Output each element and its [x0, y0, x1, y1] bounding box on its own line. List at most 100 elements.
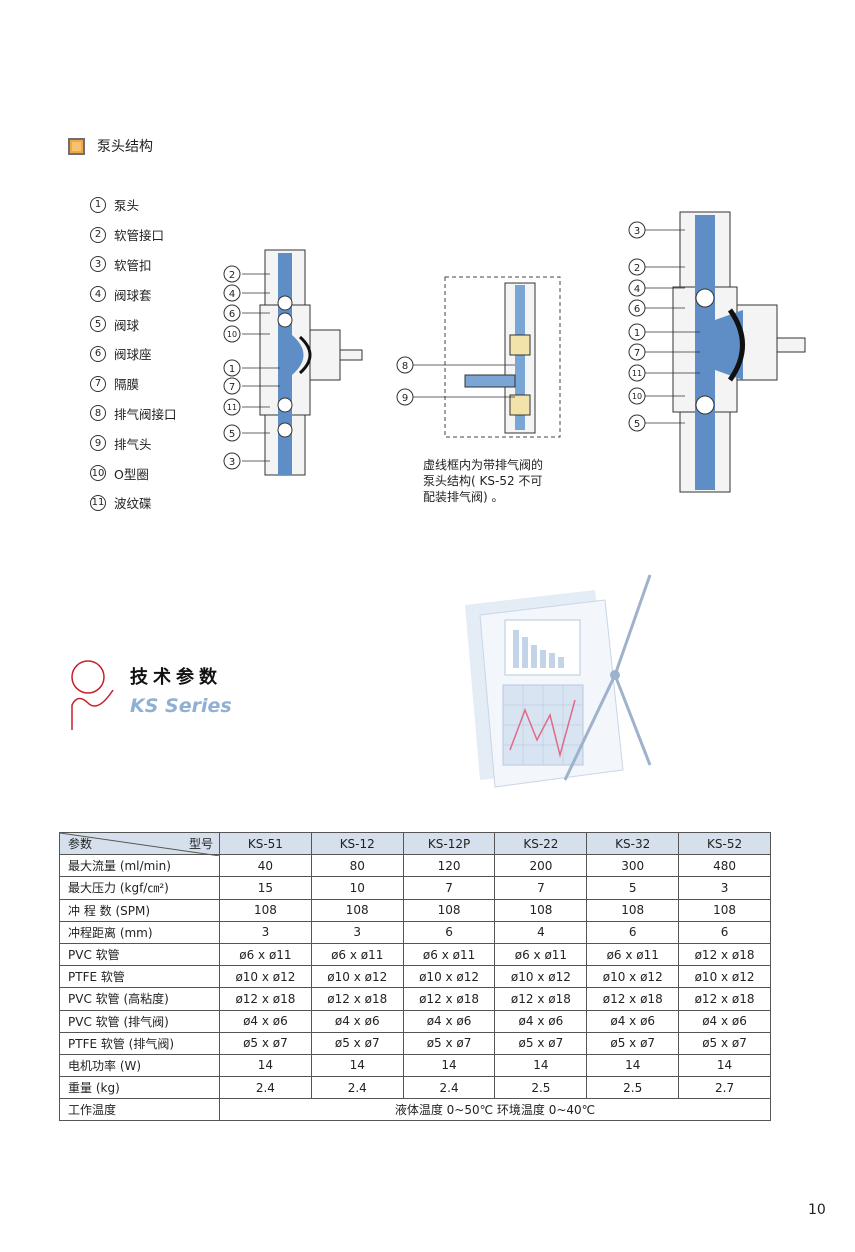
svg-text:11: 11	[227, 403, 237, 412]
table-cell: 2.7	[678, 1076, 771, 1100]
row-label: 冲 程 数 (SPM)	[59, 898, 220, 922]
svg-text:9: 9	[402, 393, 408, 404]
table-cell: ø4 x ø6	[678, 1009, 771, 1033]
page-number: 10	[808, 1202, 826, 1218]
svg-text:5: 5	[634, 419, 640, 430]
table-cell: 2.5	[494, 1076, 588, 1100]
table-cell: 14	[678, 1053, 771, 1078]
table-cell: 6	[678, 920, 771, 944]
pump-head-diagram-right: 3 2 4 6 1 7 11 10 5	[628, 211, 806, 493]
series-subtitle: KS Series	[130, 695, 232, 717]
table-row: 工作温度 液体温度 0~50℃ 环境温度 0~40℃	[59, 1098, 771, 1122]
table-cell: 7	[402, 876, 496, 900]
table-cell: ø4 x ø6	[586, 1009, 680, 1033]
row-label: PVC 软管 (高粘度)	[59, 987, 220, 1011]
table-cell: 108	[678, 898, 771, 922]
table-cell: ø10 x ø12	[586, 965, 680, 989]
svg-text:5: 5	[229, 429, 235, 440]
table-cell: 14	[494, 1053, 588, 1078]
corner-param-label: 参数	[68, 837, 93, 852]
table-cell: 108	[219, 898, 312, 922]
svg-text:4: 4	[634, 284, 640, 295]
table-cell: 108	[586, 898, 680, 922]
pump-head-diagram-left: 2 4 6 10 1 7 11 5 3	[223, 249, 363, 476]
table-cell: ø10 x ø12	[678, 965, 771, 989]
spec-table: 型号 参数 KS-51 KS-12 KS-12P KS-22 KS-32 KS-…	[59, 831, 771, 1122]
table-cell: ø6 x ø11	[586, 942, 680, 967]
table-cell: ø12 x ø18	[219, 987, 312, 1011]
table-cell: ø10 x ø12	[310, 965, 404, 989]
table-cell: 40	[219, 854, 312, 878]
table-cell: ø5 x ø7	[219, 1031, 312, 1055]
row-label: 冲程距离 (mm)	[59, 920, 220, 944]
row-label: 最大流量 (ml/min)	[59, 854, 220, 878]
svg-text:3: 3	[229, 457, 235, 468]
section-header: 泵头结构	[68, 136, 153, 156]
table-cell: 3	[310, 920, 404, 944]
table-cell: 4	[494, 920, 588, 944]
table-cell: ø12 x ø18	[310, 987, 404, 1011]
svg-text:7: 7	[229, 382, 235, 393]
vent-valve-diagram: 8 9	[396, 276, 561, 438]
table-cell: 2.4	[402, 1076, 496, 1100]
table-cell: 7	[494, 876, 588, 900]
table-cell: 14	[586, 1053, 680, 1078]
temperature-value: 液体温度 0~50℃ 环境温度 0~40℃	[219, 1098, 771, 1122]
tech-params-heading: 技术参数 KS Series	[68, 655, 258, 735]
table-cell: ø10 x ø12	[494, 965, 588, 989]
model-header: KS-51	[219, 831, 312, 856]
table-cell: ø5 x ø7	[494, 1031, 588, 1055]
table-cell: 108	[494, 898, 588, 922]
table-cell: ø12 x ø18	[586, 987, 680, 1011]
table-cell: 6	[586, 920, 680, 944]
table-cell: 3	[219, 920, 312, 944]
table-cell: ø5 x ø7	[402, 1031, 496, 1055]
svg-text:4: 4	[229, 289, 235, 300]
model-header: KS-22	[494, 831, 588, 856]
table-cell: 108	[310, 898, 404, 922]
table-cell: 3	[678, 876, 771, 900]
table-corner-cell: 型号 参数	[59, 831, 220, 856]
row-label: PTFE 软管	[59, 965, 220, 989]
corner-model-label: 型号	[188, 837, 213, 851]
row-label: PTFE 软管 (排气阀)	[59, 1031, 220, 1055]
svg-text:10: 10	[227, 330, 237, 339]
svg-text:1: 1	[229, 364, 235, 375]
table-cell: 15	[219, 876, 312, 900]
square-bullet-icon	[68, 137, 85, 155]
swirl-logo-icon	[71, 660, 114, 730]
row-label: PVC 软管	[59, 942, 220, 967]
row-label: 工作温度	[59, 1098, 220, 1122]
table-cell: ø10 x ø12	[402, 965, 496, 989]
table-cell: ø10 x ø12	[219, 965, 312, 989]
table-cell: ø6 x ø11	[402, 942, 496, 967]
table-cell: 2.4	[219, 1076, 312, 1100]
table-cell: ø12 x ø18	[678, 942, 771, 967]
row-label: 最大压力 (kgf/㎝²)	[59, 876, 220, 900]
svg-text:6: 6	[634, 304, 640, 315]
svg-text:7: 7	[634, 348, 640, 359]
table-header-row: 型号 参数 KS-51 KS-12 KS-12P KS-22 KS-32 KS-…	[59, 831, 771, 856]
section-title: 泵头结构	[97, 139, 153, 155]
table-cell: ø5 x ø7	[586, 1031, 680, 1055]
table-cell: 80	[310, 854, 404, 878]
table-cell: 480	[678, 854, 771, 878]
svg-text:10: 10	[632, 392, 642, 401]
row-label: PVC 软管 (排气阀)	[59, 1009, 220, 1033]
table-cell: ø4 x ø6	[494, 1009, 588, 1033]
